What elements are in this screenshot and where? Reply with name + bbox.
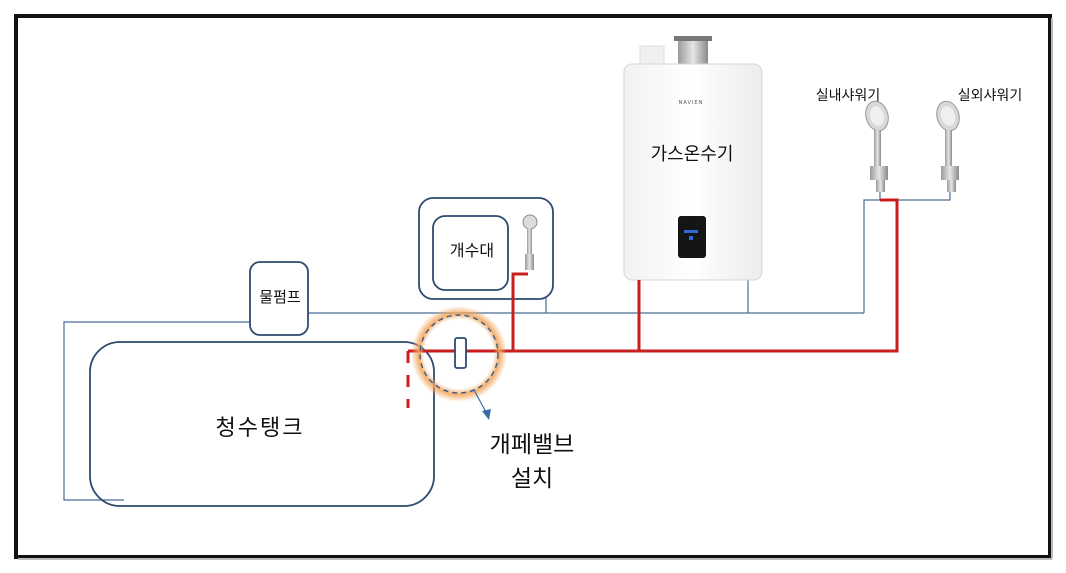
sink-outer-box bbox=[418, 197, 554, 300]
arrow-head-icon bbox=[482, 409, 491, 420]
valve-install-note: 개페밸브 설치 bbox=[489, 432, 575, 492]
clean-water-tank bbox=[89, 341, 435, 507]
heater-label: 가스온수기 bbox=[650, 144, 734, 165]
water-pump-box bbox=[249, 261, 309, 336]
outdoor-shower-label: 실외샤워기 bbox=[957, 88, 1023, 104]
valve-pointer-arrow bbox=[473, 389, 488, 415]
sink-inner-box bbox=[432, 215, 509, 291]
shutoff-valve bbox=[454, 337, 467, 369]
indoor-shower-label: 실내샤워기 bbox=[815, 88, 881, 104]
valve-highlight-circle bbox=[419, 314, 499, 394]
sink-shower-icon bbox=[522, 214, 538, 270]
sink-label: 개수대 bbox=[449, 241, 495, 260]
cold-water-lines bbox=[63, 190, 951, 501]
heater-brand-label: NAVIEN bbox=[678, 100, 704, 106]
tank-label: 청수탱크 bbox=[215, 416, 305, 441]
indoor-shower-icon bbox=[865, 100, 889, 192]
frame-border bbox=[14, 14, 1052, 559]
pump-label: 물펌프 bbox=[259, 288, 301, 306]
outdoor-shower-icon bbox=[936, 100, 960, 192]
gas-water-heater bbox=[623, 36, 763, 281]
hot-water-lines bbox=[406, 198, 899, 408]
